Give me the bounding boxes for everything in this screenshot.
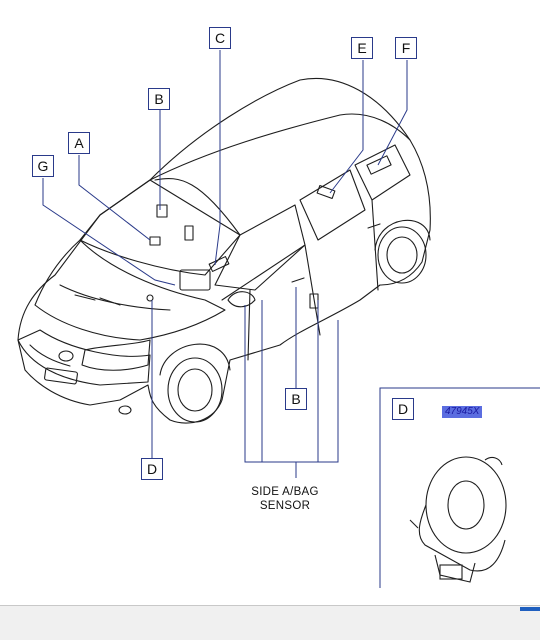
sensor-label-line2: SENSOR — [259, 500, 311, 512]
leader-e — [329, 60, 364, 194]
rear-side-window — [299, 169, 366, 241]
leader-c — [214, 50, 221, 266]
leader-f — [377, 60, 408, 166]
side-airbag-sensor-label: SIDE A/BAG SENSOR — [230, 485, 340, 513]
hood — [34, 239, 226, 341]
part-number-link[interactable]: 47945X — [442, 406, 483, 418]
windshield — [79, 179, 241, 276]
status-bar — [0, 605, 540, 640]
callout-b-bottom: B — [285, 388, 307, 410]
headlight — [81, 339, 151, 371]
car-roof — [149, 113, 411, 181]
side-mirror — [227, 291, 256, 308]
front-wheel — [167, 357, 223, 423]
callout-g: G — [32, 155, 54, 177]
callout-d-inset: D — [392, 398, 414, 420]
airbag-module — [179, 269, 211, 291]
leader-a — [78, 155, 151, 241]
front-bumper — [17, 329, 151, 386]
sensor-label-line1: SIDE A/BAG — [251, 486, 319, 498]
callout-a: A — [68, 132, 90, 154]
callout-c: C — [209, 27, 231, 49]
vehicle-diagram — [17, 50, 540, 588]
callout-b-top: B — [148, 88, 170, 110]
callout-f: F — [395, 37, 417, 59]
quarter-window — [354, 144, 411, 201]
car-body-outline — [17, 77, 431, 424]
inset-frame — [379, 387, 540, 588]
leader-g — [42, 178, 176, 286]
grille — [29, 344, 71, 367]
clock-spring-drawing — [409, 456, 507, 583]
leader-sensor — [244, 300, 339, 478]
front-side-window — [214, 204, 306, 291]
rear-wheel — [377, 226, 427, 284]
license-plate — [44, 367, 78, 385]
status-accent — [520, 607, 540, 611]
callout-d-bottom: D — [141, 458, 163, 480]
emblem — [58, 350, 74, 362]
callout-e: E — [351, 37, 373, 59]
